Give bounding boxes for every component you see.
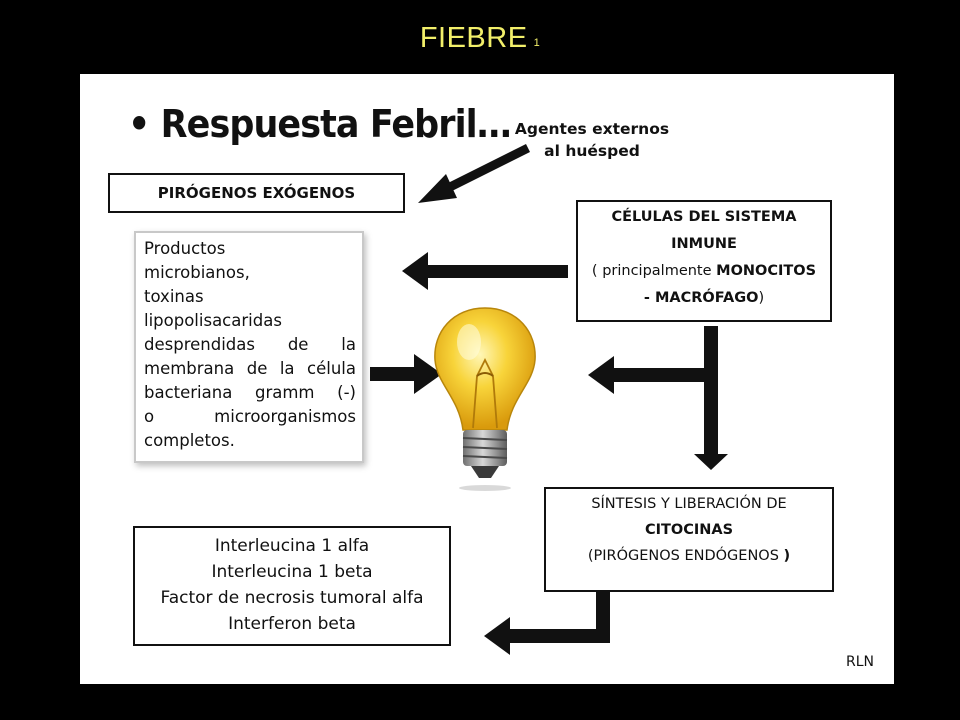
cytokine-item: Factor de necrosis tumoral alfa [160,588,424,608]
products-line: toxinas [144,287,204,306]
arrow-icon [370,354,442,394]
arrows-layer [370,143,728,655]
synthesis-line3: (PIRÓGENOS ENDÓGENOS ) [546,543,832,569]
exogenous-pyrogens-box: PIRÓGENOS EXÓGENOS [108,173,405,213]
cytokine-item: Interferon beta [228,614,356,634]
slide-title-text: FIEBRE [419,22,528,54]
external-agents-line1: Agentes externos [514,120,670,138]
cytokine-item: Interleucina 1 alfa [214,536,370,556]
light-bulb-icon [434,307,536,491]
synthesis-line3-end: ) [783,548,791,564]
synthesis-line3-text: (PIRÓGENOS ENDÓGENOS [587,548,784,564]
immune-cells-prefix: ( principalmente [591,263,717,279]
diagram-heading: • Respuesta Febril… [128,102,512,146]
microbial-products-box: Productos microbianos, toxinas lipopolis… [134,231,364,463]
arrow-icon [402,252,568,290]
products-line: desprendidas de la [144,335,356,354]
diagram-panel: • Respuesta Febril… Agentes externos al … [80,74,894,684]
immune-cells-line1: CÉLULAS DEL SISTEMA [611,209,797,225]
slide-title: FIEBRE 1 [0,22,960,55]
synthesis-line1: SÍNTESIS Y LIBERACIÓN DE [591,496,787,512]
arrow-icon [588,326,728,470]
arrow-icon [484,592,610,655]
credit-label: RLN [846,654,874,670]
cytokines-list-box: Interleucina 1 alfa Interleucina 1 beta … [133,526,451,646]
products-line: lipopolisacaridas [144,311,282,330]
products-line: bacteriana gramm (-) [144,383,356,402]
cytokine-synthesis-box: SÍNTESIS Y LIBERACIÓN DE CITOCINAS (PIRÓ… [544,487,834,592]
slide-number: 1 [533,37,541,49]
immune-cells-box: CÉLULAS DEL SISTEMA INMUNE ( principalme… [576,200,832,322]
immune-cells-monocitos: MONOCITOS [716,263,817,279]
immune-cells-line3: ( principalmente MONOCITOS [578,258,830,285]
cytokine-item: Interleucina 1 beta [211,562,373,582]
synthesis-line2: CITOCINAS [644,522,734,538]
immune-cells-line2: INMUNE [671,236,737,252]
products-line: Productos [144,239,226,258]
arrow-icon [418,143,531,203]
immune-cells-line4: - MACRÓFAGO) [578,285,830,312]
external-agents-label: Agentes externos al huésped [512,118,672,162]
immune-cells-suffix: ) [758,290,765,306]
external-agents-line2: al huésped [544,142,640,160]
products-line: membrana de la célula [144,359,356,378]
immune-cells-macrofago: - MACRÓFAGO [643,290,759,306]
products-line: completos. [144,431,235,450]
products-line: o microorganismos [144,407,356,426]
products-line: microbianos, [144,263,250,282]
